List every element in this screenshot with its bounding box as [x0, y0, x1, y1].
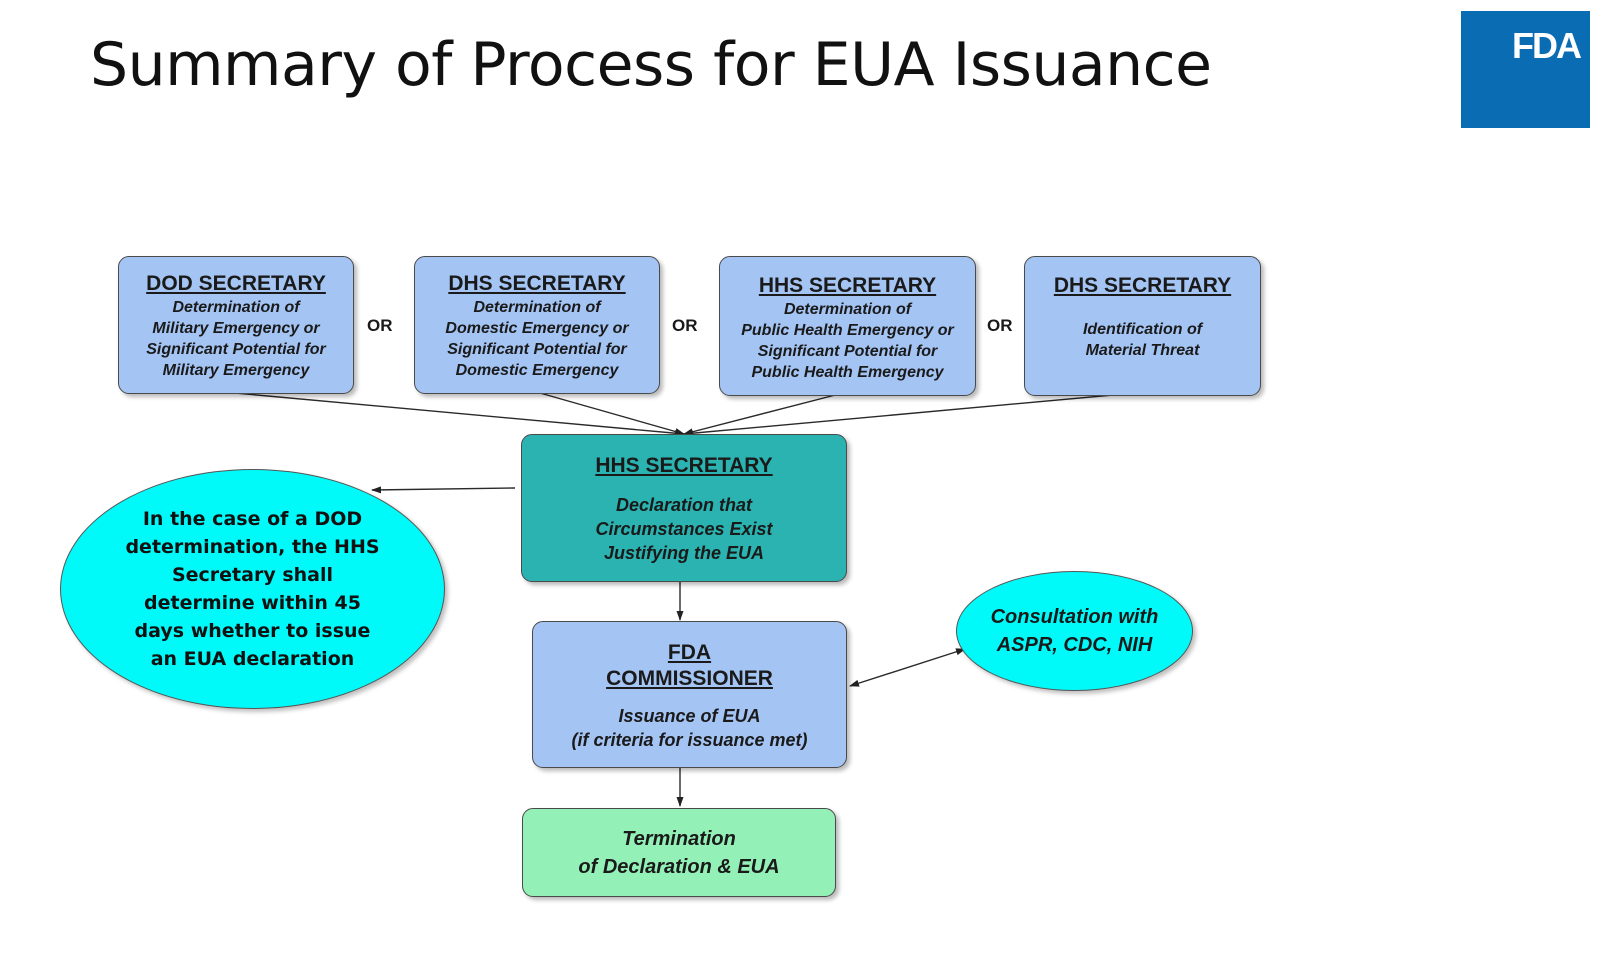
- arrow-hhs1-to-hhs: [683, 392, 844, 436]
- note-text: In the case of a DOD determination, the …: [125, 508, 380, 670]
- box-heading: DHS SECRETARY: [1053, 274, 1232, 297]
- arrow-dod-to-hhs: [234, 392, 685, 437]
- box-heading: HHS SECRETARY: [595, 454, 773, 477]
- slide-title: Summary of Process for EUA Issuance: [90, 30, 1212, 100]
- arrow-hhs-to-note: [371, 486, 516, 494]
- box-description: Issuance of EUA (if criteria for issuanc…: [571, 706, 808, 750]
- box-heading: HHS SECRETARY: [758, 274, 937, 297]
- arrow-dhs1-to-hhs: [539, 392, 685, 435]
- box-description: Determination of Military Emergency or S…: [146, 299, 326, 379]
- box-description: Determination of Public Health Emergency…: [741, 301, 954, 381]
- fda-commissioner-box: FDA COMMISSIONER Issuance of EUA (if cri…: [532, 621, 847, 768]
- dod-secretary-box: DOD SECRETARY Determination of Military …: [118, 256, 354, 394]
- hhs-secretary-declaration-box: HHS SECRETARY Declaration that Circumsta…: [521, 434, 847, 582]
- box-description: Declaration that Circumstances Exist Jus…: [595, 495, 773, 563]
- termination-box: Termination of Declaration & EUA: [522, 808, 836, 897]
- arrow-dhs2-to-hhs: [683, 392, 1136, 437]
- box-description: Determination of Domestic Emergency or S…: [445, 299, 629, 379]
- dhs-secretary-material-threat-box: DHS SECRETARY Identification of Material…: [1024, 256, 1261, 396]
- hhs-secretary-determination-box: HHS SECRETARY Determination of Public He…: [719, 256, 976, 396]
- box-heading: FDA COMMISSIONER: [606, 641, 773, 690]
- dod-determination-note: In the case of a DOD determination, the …: [60, 469, 445, 709]
- arrow-fda-consultation: [849, 648, 966, 687]
- consultation-note: Consultation with ASPR, CDC, NIH: [956, 571, 1193, 691]
- box-heading: DOD SECRETARY: [146, 272, 326, 295]
- box-description: Identification of Material Threat: [1082, 321, 1203, 359]
- dhs-secretary-box: DHS SECRETARY Determination of Domestic …: [414, 256, 660, 394]
- box-heading: DHS SECRETARY: [448, 272, 626, 295]
- or-label: OR: [987, 316, 1013, 335]
- fda-logo-text: FDA: [1512, 25, 1582, 66]
- or-label: OR: [367, 316, 393, 335]
- fda-logo: FDA: [1461, 11, 1590, 128]
- note-text: Consultation with ASPR, CDC, NIH: [990, 606, 1159, 656]
- or-label: OR: [672, 316, 698, 335]
- box-description: Termination of Declaration & EUA: [578, 828, 780, 878]
